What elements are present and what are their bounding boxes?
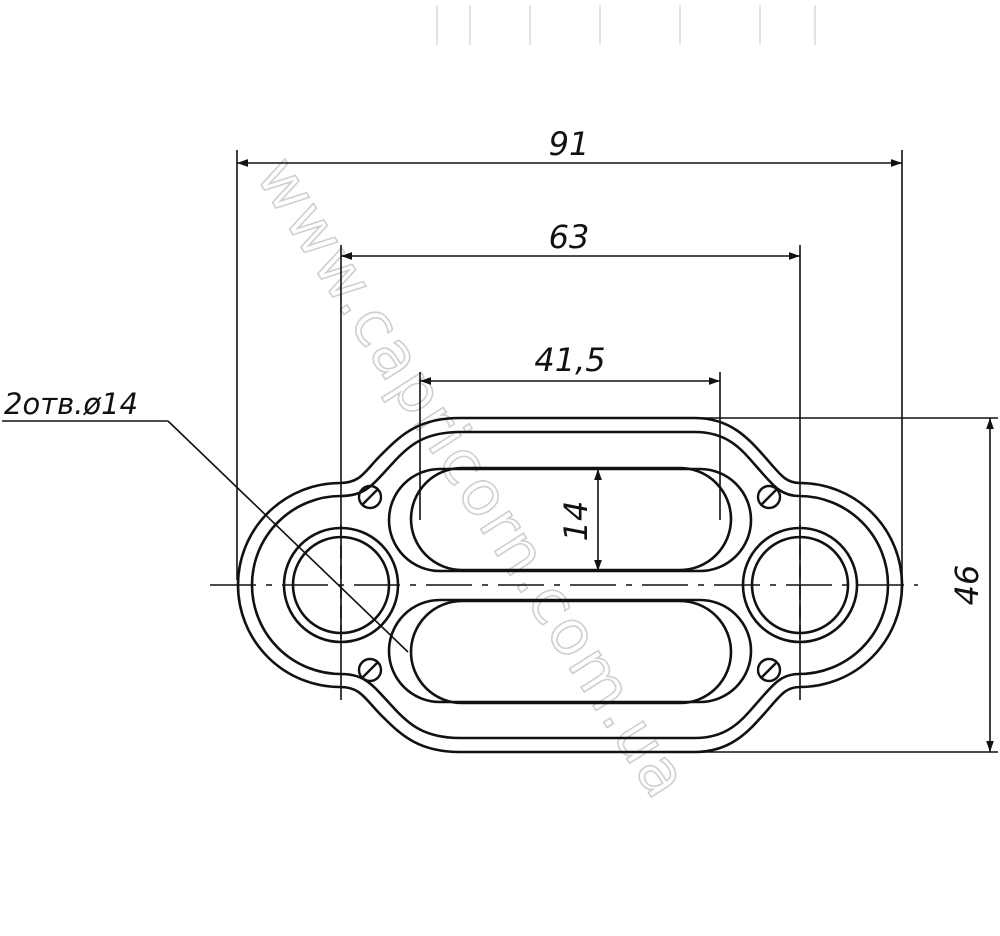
dim-overall-width: 91 xyxy=(549,125,590,163)
dim-slot-width: 14 xyxy=(557,501,595,542)
dim-slot-length: 41,5 xyxy=(534,341,605,379)
dim-overall-height: 46 xyxy=(948,565,986,606)
slot-top xyxy=(387,466,753,573)
slot-bottom xyxy=(387,598,753,705)
top-artifacts xyxy=(436,5,816,45)
hole-callout-leader xyxy=(2,420,409,653)
dimension-lines xyxy=(237,159,994,752)
hole-callout: 2отв.ø14 xyxy=(4,387,138,421)
watermark: www.capricorn.com.ua xyxy=(242,144,704,812)
extension-lines xyxy=(236,150,998,753)
rivets xyxy=(357,484,782,683)
dim-hole-spacing: 63 xyxy=(549,218,590,256)
